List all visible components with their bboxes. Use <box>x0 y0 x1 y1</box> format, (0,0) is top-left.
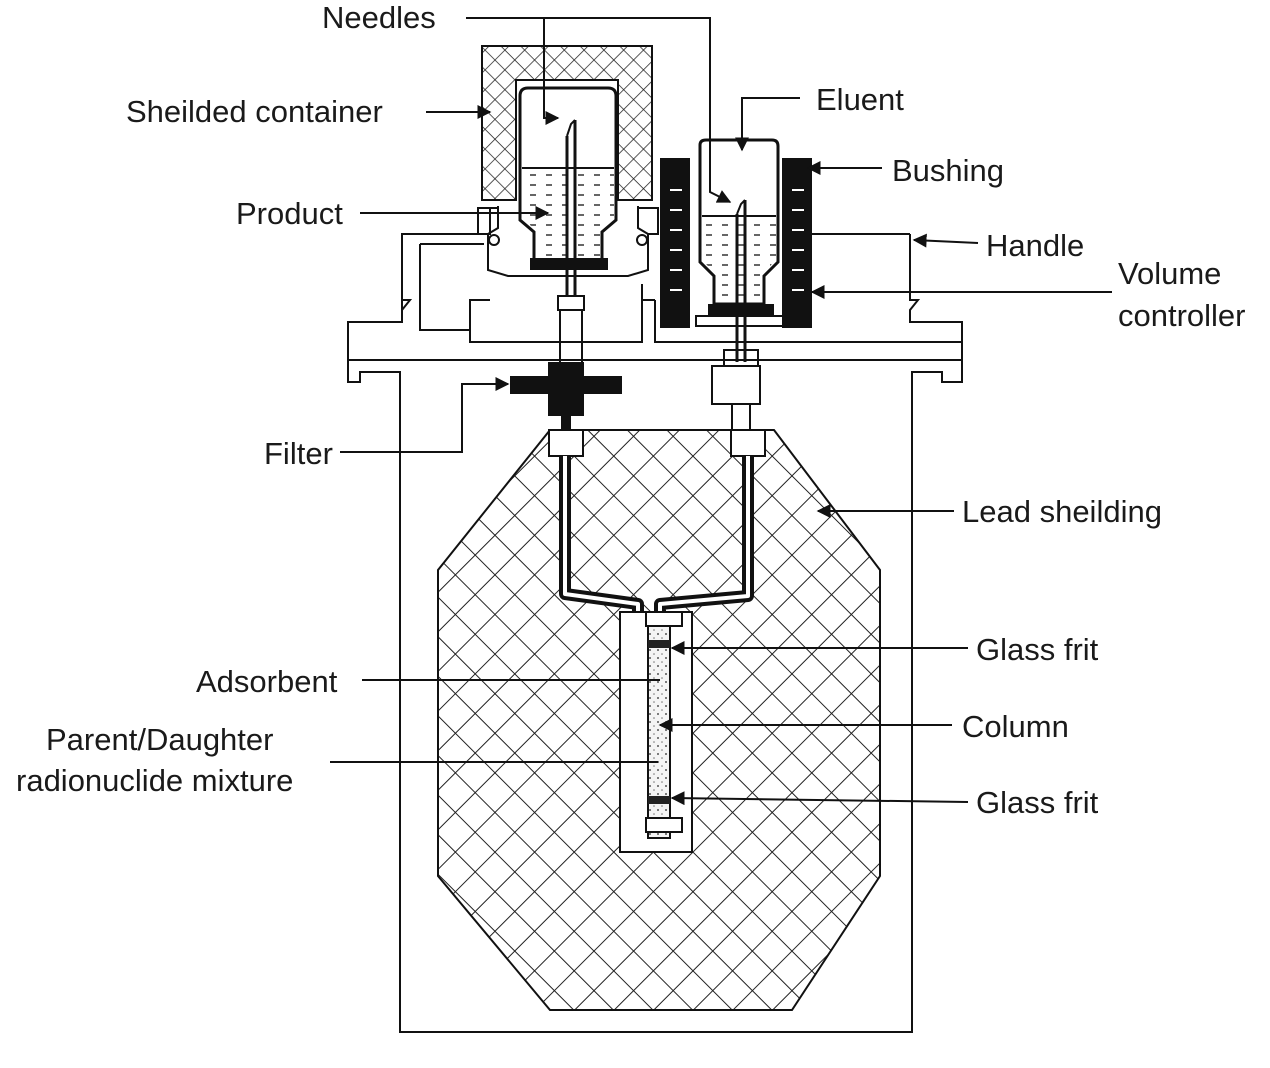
label-volume-controller-1: Volume <box>1118 256 1221 291</box>
label-shielded-container: Sheilded container <box>126 94 383 129</box>
label-bushing: Bushing <box>892 153 1004 188</box>
label-adsorbent: Adsorbent <box>196 664 338 699</box>
label-filter: Filter <box>264 436 333 471</box>
label-product: Product <box>236 196 343 231</box>
label-glass-frit-top: Glass frit <box>976 632 1099 667</box>
handle-lid <box>348 208 962 360</box>
label-parent-daughter-2: radionuclide mixture <box>16 763 293 798</box>
label-needles: Needles <box>322 0 436 35</box>
label-parent-daughter-1: Parent/Daughter <box>46 722 273 757</box>
filter <box>510 362 622 430</box>
label-volume-controller-2: controller <box>1118 298 1246 333</box>
label-column: Column <box>962 709 1069 744</box>
label-eluent: Eluent <box>816 82 904 117</box>
label-handle: Handle <box>986 228 1084 263</box>
label-glass-frit-bottom: Glass frit <box>976 785 1099 820</box>
label-lead-shielding: Lead sheilding <box>962 494 1162 529</box>
